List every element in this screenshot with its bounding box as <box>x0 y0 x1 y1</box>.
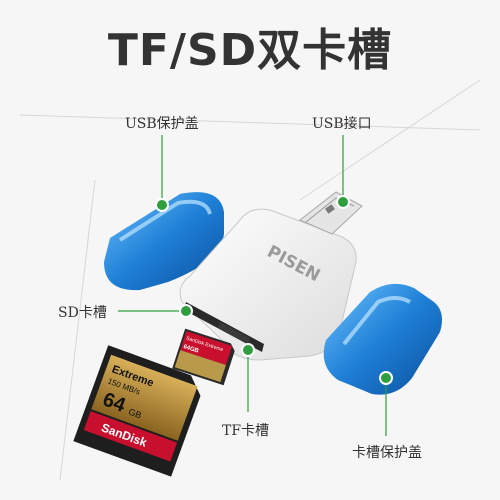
callout-lines <box>118 135 387 436</box>
guide-lines <box>19 79 481 481</box>
sd-card: Extreme 150 MB/s 64 GB SanDisk <box>73 345 201 477</box>
label-sd-slot: SD卡槽 <box>58 305 107 321</box>
callout-dot-usb-port <box>336 195 350 209</box>
slot-cap <box>323 283 442 395</box>
usb-cap <box>104 192 224 291</box>
card-reader: PISEN <box>179 208 357 361</box>
sd-unit: GB <box>127 407 143 421</box>
tf-card: SanDisk Extreme 64GB <box>172 328 235 386</box>
callout-dots <box>155 195 393 385</box>
label-usb-cap: USB保护盖 <box>125 116 199 132</box>
label-tf-slot: TF卡槽 <box>222 423 270 439</box>
label-usb-port: USB接口 <box>312 116 372 132</box>
callout-dot-slot-cap <box>379 371 393 385</box>
tf-capacity: 64GB <box>183 344 200 355</box>
callout-dot-sd-slot <box>179 304 193 318</box>
callout-dot-usb-cap <box>155 198 169 212</box>
callout-dot-tf-slot <box>241 343 255 357</box>
page-title: TF/SD双卡槽 <box>107 25 393 76</box>
label-slot-cap: 卡槽保护盖 <box>352 445 422 461</box>
